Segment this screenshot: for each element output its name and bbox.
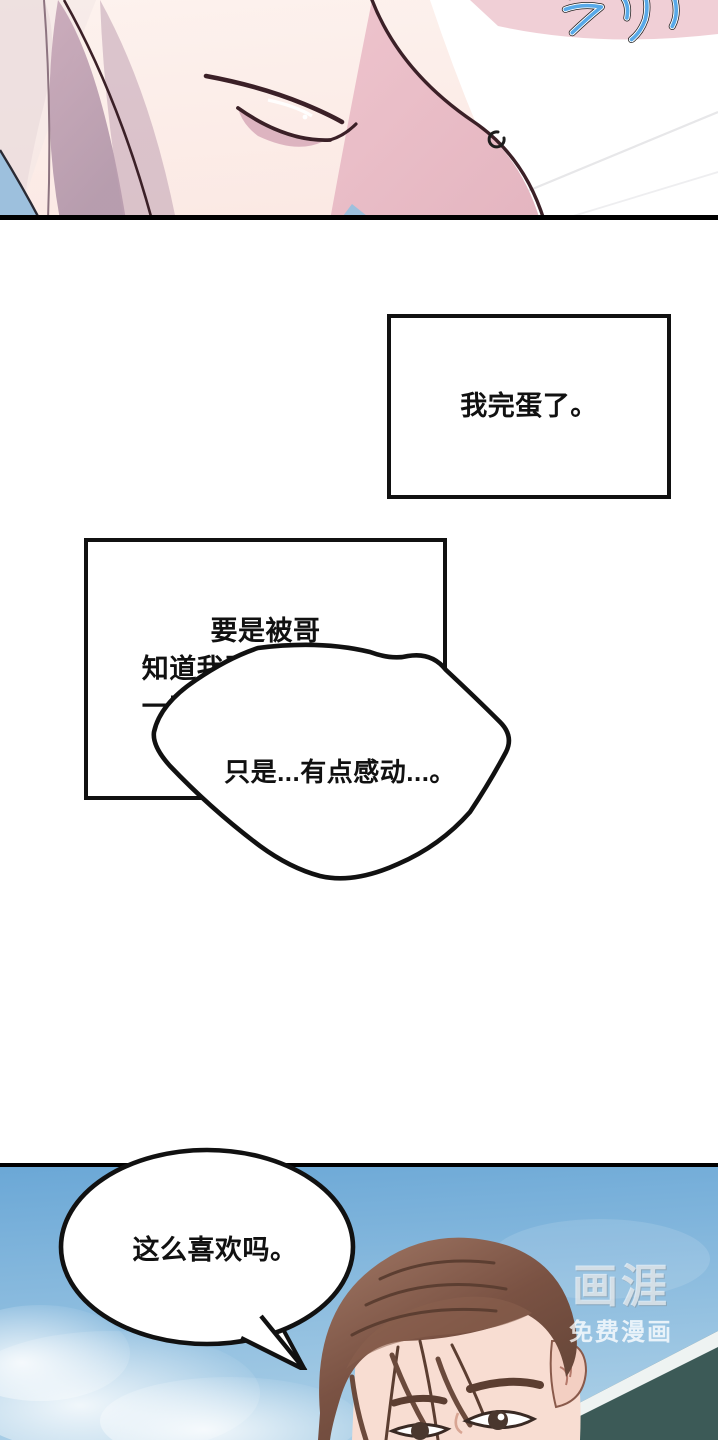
narration-box-1: 我完蛋了。 (387, 314, 671, 499)
panel-top-border (0, 1163, 718, 1167)
oval-speech-bubble (58, 1147, 356, 1370)
irregular-thought-bubble (151, 642, 512, 881)
panel-closeup-face (0, 0, 718, 220)
watermark-main-text: 画涯 (572, 1260, 670, 1312)
man-head (318, 1237, 588, 1440)
irregular-thought-bubble-text: 只是...有点感动...。 (224, 756, 456, 787)
sky-illustration (0, 1163, 718, 1440)
sfx-blue-text (560, 0, 690, 44)
site-watermark: 画涯 免费漫画 (536, 1262, 706, 1347)
face-illustration (0, 0, 718, 220)
watermark-sub-text: 免费漫画 (569, 1319, 673, 1347)
panel-divider-line (0, 215, 718, 220)
narration-box-1-text: 我完蛋了。 (460, 391, 598, 422)
